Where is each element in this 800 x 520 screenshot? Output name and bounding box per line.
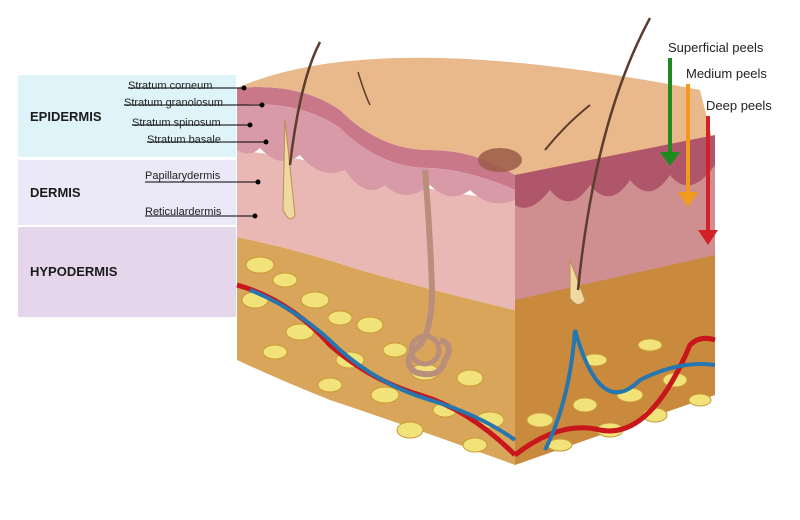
hair-shaft-surface-2: [544, 104, 591, 151]
epidermis-basale-wave: [237, 104, 515, 204]
dermis-band: [18, 160, 236, 225]
region-label-hypodermis: HYPODERMIS: [30, 264, 118, 279]
region-label-dermis: DERMIS: [30, 185, 81, 200]
sweat-gland-coil: [408, 333, 442, 367]
skin-mole: [478, 148, 522, 172]
hair-shaft-surface-1: [357, 71, 371, 106]
hair-follicle-right: [569, 259, 586, 305]
artery-side: [513, 335, 716, 457]
layer-label-papillary-dermis: Papillarydermis: [145, 170, 221, 182]
epidermis-band: [18, 75, 236, 157]
peel-label-superficial: Superficial peels: [668, 40, 764, 55]
peel-label-medium: Medium peels: [686, 66, 767, 81]
fat-cells: [241, 256, 505, 453]
region-label-epidermis: EPIDERMIS: [30, 109, 102, 124]
vein-side: [543, 329, 716, 451]
dermis-front-face: [237, 150, 515, 310]
layer-label-stratum-corneum: Stratum corneum: [128, 80, 213, 92]
peel-arrows: [660, 58, 718, 245]
hypodermis-band: [18, 227, 236, 317]
layer-label-reticular-dermis: Reticulardermis: [145, 206, 222, 218]
layer-label-stratum-spinosum: Stratum spinosum: [132, 117, 221, 129]
peel-label-deep: Deep peels: [706, 98, 772, 113]
layer-label-stratum-basale: Stratum basale: [147, 134, 221, 146]
skin-surface-top: [237, 57, 715, 176]
hair-shaft-left: [288, 41, 322, 166]
hair-shaft-right: [576, 17, 652, 291]
leader-lines: [124, 85, 269, 219]
layer-label-stratum-granulosum: Stratum granolosum: [124, 97, 224, 109]
vein-front: [249, 288, 517, 442]
epidermis-stratum-corneum: [237, 86, 515, 190]
hair-follicle-left: [282, 119, 296, 220]
